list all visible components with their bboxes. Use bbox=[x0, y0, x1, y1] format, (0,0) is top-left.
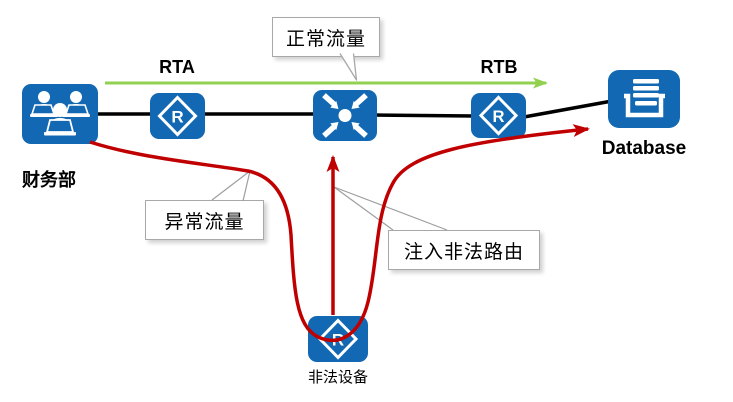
database-tray-icon bbox=[624, 79, 665, 118]
illegal-device-icon: R bbox=[308, 316, 368, 362]
link-rtb-database bbox=[523, 99, 613, 119]
router-rtb-icon: R bbox=[471, 93, 526, 138]
label-illegal-device: 非法设备 bbox=[307, 369, 368, 386]
router-diamond-icon: R bbox=[317, 318, 359, 360]
callout-tail bbox=[339, 53, 358, 81]
callout-abnormal-traffic: 异常流量 bbox=[145, 200, 264, 240]
database-icon bbox=[608, 70, 680, 128]
label-finance-department: 财务部 bbox=[22, 170, 76, 190]
finance-department-icon bbox=[22, 84, 98, 144]
users-at-laptops-icon bbox=[30, 91, 90, 136]
label-rta: RTA bbox=[159, 57, 195, 77]
label-database: Database bbox=[601, 138, 687, 159]
router-letter: R bbox=[332, 331, 344, 350]
callout-inject-illegal-route: 注入非法路由 bbox=[388, 230, 540, 270]
router-diamond-icon: R bbox=[478, 95, 519, 136]
link-switch-rtb bbox=[373, 113, 475, 118]
router-diamond-icon: R bbox=[157, 95, 198, 137]
switch-arrows-icon bbox=[322, 93, 377, 141]
router-rta-icon: R bbox=[150, 93, 205, 139]
callout-normal-traffic: 正常流量 bbox=[272, 17, 380, 57]
label-rtb: RTB bbox=[480, 57, 518, 77]
router-letter: R bbox=[492, 107, 504, 126]
core-switch-icon bbox=[313, 90, 377, 141]
router-letter: R bbox=[171, 108, 183, 127]
